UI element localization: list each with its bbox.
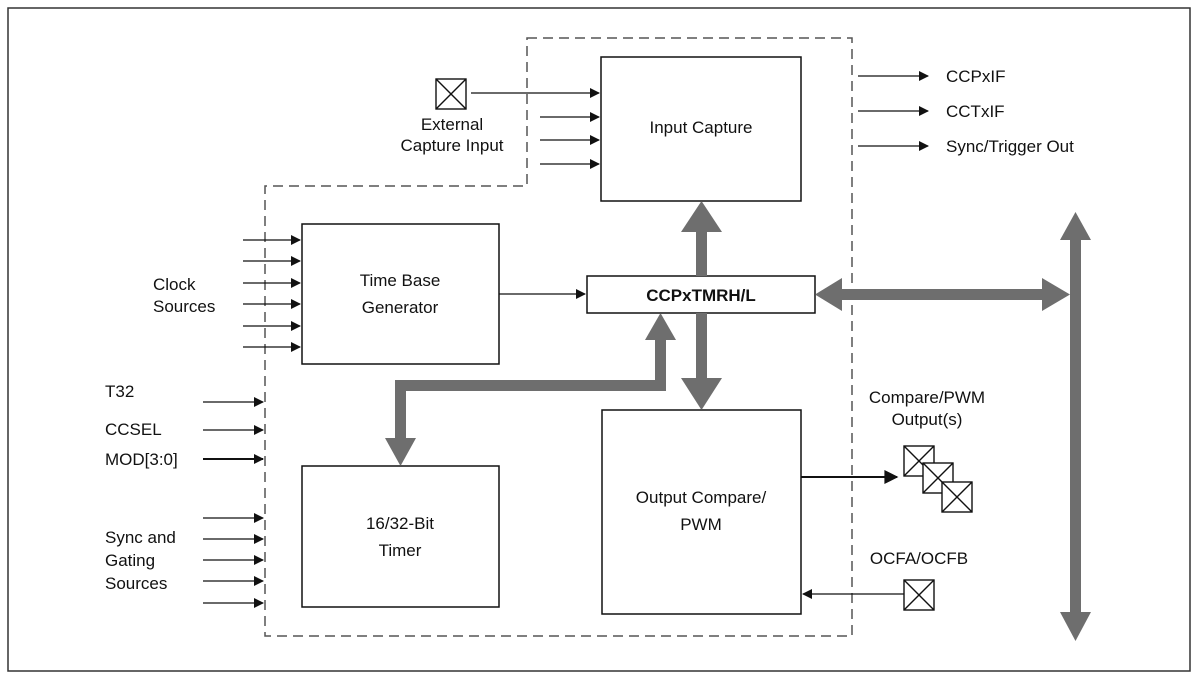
compare-pwm-label-1: Compare/PWM: [869, 388, 985, 407]
ccpxif-label: CCPxIF: [946, 67, 1006, 86]
compare-pwm-label-2: Output(s): [892, 410, 963, 429]
sync-gating-label-3: Sources: [105, 574, 167, 593]
sync-gating-label-2: Gating: [105, 551, 155, 570]
ocfa-ocfb-label: OCFA/OCFB: [870, 549, 968, 568]
timer-block: [301, 465, 500, 608]
compare-pwm-output-pin-icon: [903, 445, 973, 513]
module-boundary: [264, 37, 853, 637]
mod-label: MOD[3:0]: [105, 450, 178, 469]
signal-lines: [203, 71, 929, 608]
time-base-generator-block: [301, 223, 500, 365]
clock-sources-label-2: Sources: [153, 297, 215, 316]
timer-label-2: Timer: [379, 541, 422, 560]
ccsel-label: CCSEL: [105, 420, 162, 439]
time-base-label-1: Time Base: [360, 271, 441, 290]
output-compare-label-1: Output Compare/: [636, 488, 767, 507]
input-capture-block: [600, 56, 802, 202]
output-compare-label-2: PWM: [680, 515, 722, 534]
timer-label-1: 16/32-Bit: [366, 514, 434, 533]
t32-label: T32: [105, 382, 134, 401]
timer-register-label: CCPxTMRH/L: [646, 286, 756, 305]
output-compare-block: [601, 409, 802, 615]
sync-trigger-out-label: Sync/Trigger Out: [946, 137, 1074, 156]
ocfa-ocfb-pin-icon: [903, 579, 935, 611]
internal-buses: [385, 201, 1091, 641]
external-capture-pin-icon: [435, 78, 467, 110]
cctxif-label: CCTxIF: [946, 102, 1005, 121]
external-capture-label-2: Capture Input: [400, 136, 503, 155]
outer-frame: [7, 7, 1191, 672]
time-base-label-2: Generator: [362, 298, 439, 317]
sync-gating-label-1: Sync and: [105, 528, 176, 547]
timer-register-block: [586, 275, 816, 314]
clock-sources-label-1: Clock: [153, 275, 196, 294]
external-capture-label-1: External: [421, 115, 483, 134]
input-capture-label: Input Capture: [649, 118, 752, 137]
